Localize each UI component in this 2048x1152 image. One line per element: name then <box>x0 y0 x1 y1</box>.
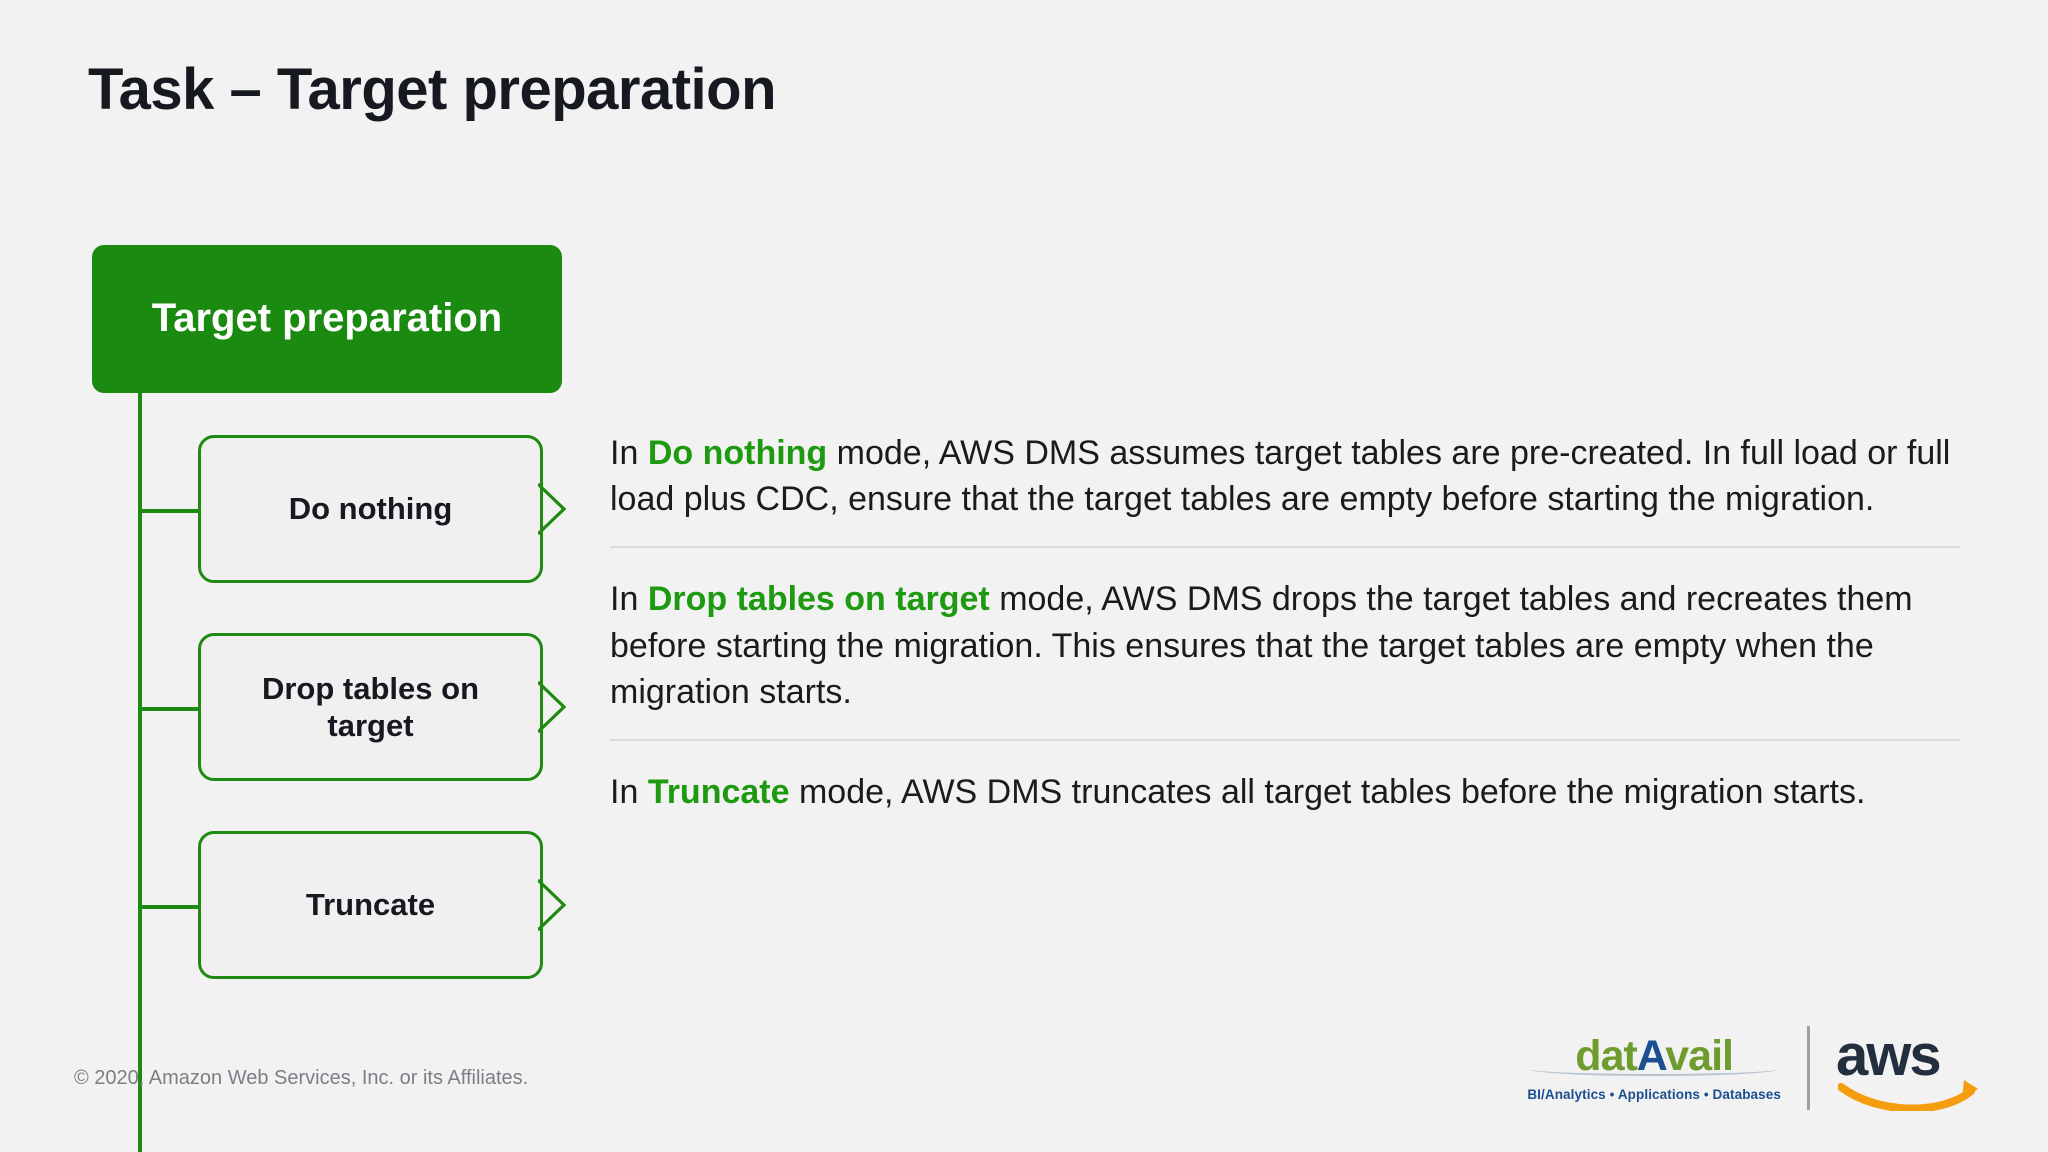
diagram-root-node[interactable]: Target preparation <box>92 245 562 393</box>
target-preparation-diagram: Target preparation Do nothing Drop table… <box>92 245 692 1152</box>
description-lead: In <box>610 773 648 812</box>
description-rest: mode, AWS DMS assumes target tables are … <box>610 434 1951 519</box>
chevron-right-icon <box>538 680 567 734</box>
description-block-truncate: In Truncate mode, AWS DMS truncates all … <box>610 739 1960 839</box>
description-highlight: Truncate <box>647 773 790 812</box>
description-paragraph: In Do nothing mode, AWS DMS assumes targ… <box>610 430 1960 522</box>
copyright-text: © 2020, Amazon Web Services, Inc. or its… <box>74 1067 529 1089</box>
description-block-drop-tables: In Drop tables on target mode, AWS DMS d… <box>610 546 1960 739</box>
tree-trunk-line <box>138 393 142 1152</box>
description-highlight: Do nothing <box>647 434 828 472</box>
diagram-root-label: Target preparation <box>151 296 503 341</box>
description-lead: In <box>610 580 648 619</box>
datavail-swoosh-icon <box>1529 1062 1779 1076</box>
chevron-right-icon <box>538 482 567 536</box>
page-title: Task – Target preparation <box>88 57 777 122</box>
description-paragraph: In Drop tables on target mode, AWS DMS d… <box>610 576 1960 715</box>
tree-branch-line-2 <box>138 707 200 711</box>
aws-smile-icon <box>1838 1080 1978 1111</box>
tree-branch-line-3 <box>138 905 200 909</box>
datavail-logo: datAvail BI/Analytics • Applications • D… <box>1527 1034 1781 1102</box>
datavail-tagline: BI/Analytics • Applications • Databases <box>1527 1086 1781 1102</box>
description-paragraph: In Truncate mode, AWS DMS truncates all … <box>610 769 1960 815</box>
description-lead: In <box>610 434 648 472</box>
description-block-do-nothing: In Do nothing mode, AWS DMS assumes targ… <box>610 430 1960 546</box>
diagram-node-truncate[interactable]: Truncate <box>198 831 567 979</box>
footer-logos: datAvail BI/Analytics • Applications • D… <box>1527 1023 1986 1111</box>
aws-logo: aws <box>1836 1023 1986 1111</box>
diagram-node-label: Truncate <box>305 887 436 923</box>
description-column: In Do nothing mode, AWS DMS assumes targ… <box>610 430 1960 839</box>
diagram-node-label: Do nothing <box>288 491 453 527</box>
chevron-right-icon <box>538 878 567 932</box>
diagram-node-label: Drop tables on target <box>261 670 479 743</box>
logo-divider <box>1807 1026 1810 1110</box>
description-rest: mode, AWS DMS truncates all target table… <box>789 773 1866 812</box>
diagram-node-drop-tables-on-target[interactable]: Drop tables on target <box>198 633 567 781</box>
aws-wordmark: aws <box>1836 1023 1942 1088</box>
description-highlight: Drop tables on target <box>647 580 990 619</box>
diagram-node-do-nothing[interactable]: Do nothing <box>198 435 567 583</box>
description-rest: mode, AWS DMS drops the target tables an… <box>610 580 1913 711</box>
tree-branch-line-1 <box>138 509 200 513</box>
